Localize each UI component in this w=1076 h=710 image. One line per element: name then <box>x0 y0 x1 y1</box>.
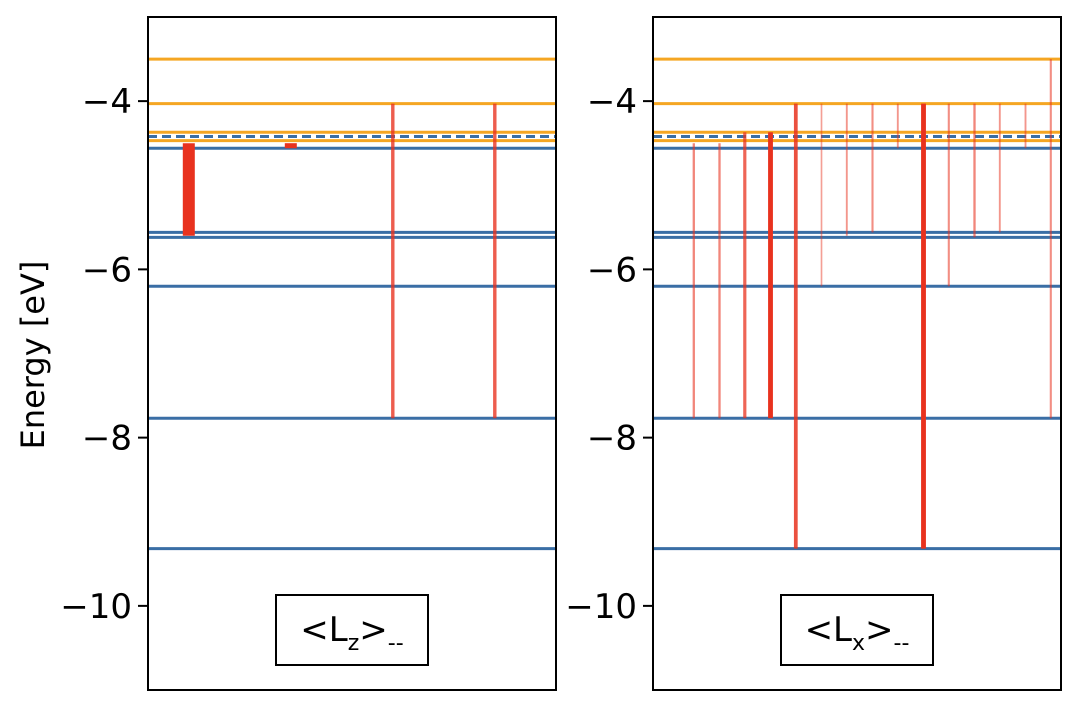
panel-lx: −4 −6 −8 −10 <Lx>-- <box>565 16 1062 691</box>
panel-lz: −4 −6 −8 −10 <Lz>-- <box>60 16 557 691</box>
y-tick-label-0: −4 <box>82 82 132 122</box>
legend-label: <Lx>-- <box>805 610 910 656</box>
plot-frame <box>652 16 1062 691</box>
y-tick-label-0: −4 <box>587 82 637 122</box>
y-axis-label: Energy [eV] <box>14 261 52 450</box>
y-tick-label-1: −6 <box>82 250 132 290</box>
y-tick-label-3: −10 <box>60 587 132 627</box>
legend-box <box>275 594 429 666</box>
y-tick-label-2: −8 <box>82 419 132 459</box>
y-tick-label-1: −6 <box>587 250 637 290</box>
y-tick-label-3: −10 <box>565 587 637 627</box>
plot-frame <box>147 16 557 691</box>
legend-box <box>780 594 934 666</box>
legend-label: <Lz>-- <box>300 610 403 656</box>
y-tick-label-2: −8 <box>587 419 637 459</box>
